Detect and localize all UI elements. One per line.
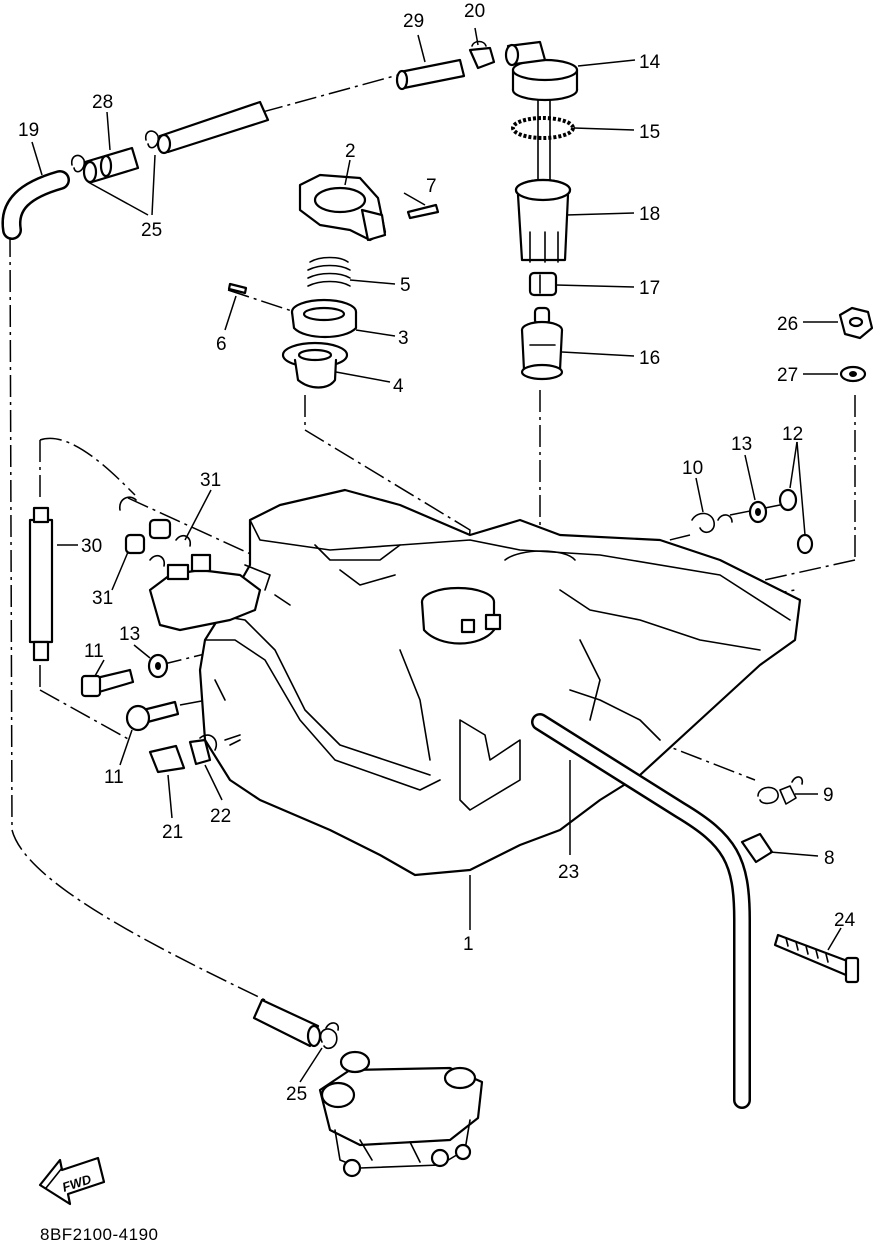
hose-segment-lower: [252, 998, 322, 1048]
callout-4: 4: [393, 376, 404, 397]
filler-cap-14: [504, 40, 579, 196]
callout-11-lower: 11: [104, 767, 124, 788]
valve-16: [520, 306, 564, 381]
callout-15: 15: [639, 122, 660, 143]
callout-31-lower: 31: [92, 588, 113, 609]
callout-25-upper: 25: [141, 220, 162, 241]
damper-12-upper: [778, 488, 798, 512]
callout-5: 5: [400, 275, 411, 296]
pin-6: [227, 282, 248, 295]
hose-segment-29: [395, 58, 466, 91]
cable-tie-24: [773, 933, 860, 984]
callout-18: 18: [639, 204, 660, 225]
fuel-tank: [148, 488, 802, 877]
callout-30: 30: [81, 536, 102, 557]
callout-22: 22: [210, 806, 231, 827]
callout-14: 14: [639, 52, 661, 73]
forward-arrow-icon: FWD: [38, 1156, 106, 1206]
callout-13-right: 13: [731, 434, 752, 455]
clip-9: [757, 776, 804, 805]
document-code: 8BF2100-4190: [40, 1225, 158, 1244]
filler-tube-18: [514, 178, 572, 263]
clamp-20: [468, 40, 496, 70]
clips-31: [119, 496, 192, 567]
callout-20: 20: [464, 1, 485, 22]
fuel-pump-assembly: [318, 1050, 484, 1178]
callout-17: 17: [639, 278, 660, 299]
callout-24: 24: [834, 910, 856, 931]
bolt-11-lower: [125, 700, 180, 732]
cap-top-2: [298, 173, 387, 242]
gasket-15: [511, 116, 575, 140]
callout-7: 7: [426, 176, 437, 197]
callout-16: 16: [639, 348, 660, 369]
callout-23: 23: [558, 862, 579, 883]
callout-10: 10: [682, 458, 703, 479]
callout-13-left: 13: [119, 624, 140, 645]
clip-25-upper: [70, 130, 160, 173]
clip-10: [691, 512, 733, 534]
long-fuel-hose: [531, 713, 751, 1109]
callout-28: 28: [92, 92, 113, 113]
callout-19: 19: [18, 120, 39, 141]
callout-1: 1: [463, 934, 474, 955]
hose-segment-upper: [156, 100, 270, 155]
callout-31-upper: 31: [200, 470, 221, 491]
callout-labels: 1 2 3 4 5 6 7 8 9 10 11 11 12 13 13 14 1…: [18, 1, 856, 1105]
callout-27: 27: [777, 365, 798, 386]
callout-12: 12: [782, 424, 803, 445]
fitting-8: [740, 832, 774, 864]
callout-3: 3: [398, 328, 409, 349]
grommet-13-left: [147, 653, 169, 679]
bolt-11-upper: [80, 668, 135, 698]
callout-21: 21: [162, 822, 183, 843]
leader-lines: [31, 27, 842, 1083]
callout-8: 8: [824, 848, 835, 869]
fitting-28: [82, 146, 140, 184]
callout-25-lower: 25: [286, 1084, 307, 1105]
callout-29: 29: [403, 11, 424, 32]
callout-26: 26: [777, 314, 798, 335]
clip-25-lower: [319, 1022, 340, 1050]
damper-12-lower: [796, 533, 814, 555]
callout-2: 2: [345, 141, 356, 162]
nut-26: [838, 306, 873, 340]
spring-5: [307, 256, 351, 287]
washer-27: [839, 365, 867, 383]
callout-11-upper: 11: [84, 641, 104, 662]
clip-17: [528, 271, 558, 297]
vent-hose-19: [1, 170, 70, 240]
callout-6: 6: [216, 334, 227, 355]
grommet-13-right: [748, 500, 768, 524]
breather-hose-30: [28, 506, 54, 662]
callout-9: 9: [823, 785, 834, 806]
flange-4: [281, 341, 349, 389]
pin-7: [406, 203, 440, 220]
cap-21: [148, 744, 186, 774]
ring-3: [290, 298, 358, 338]
clamp-22: [188, 734, 218, 766]
